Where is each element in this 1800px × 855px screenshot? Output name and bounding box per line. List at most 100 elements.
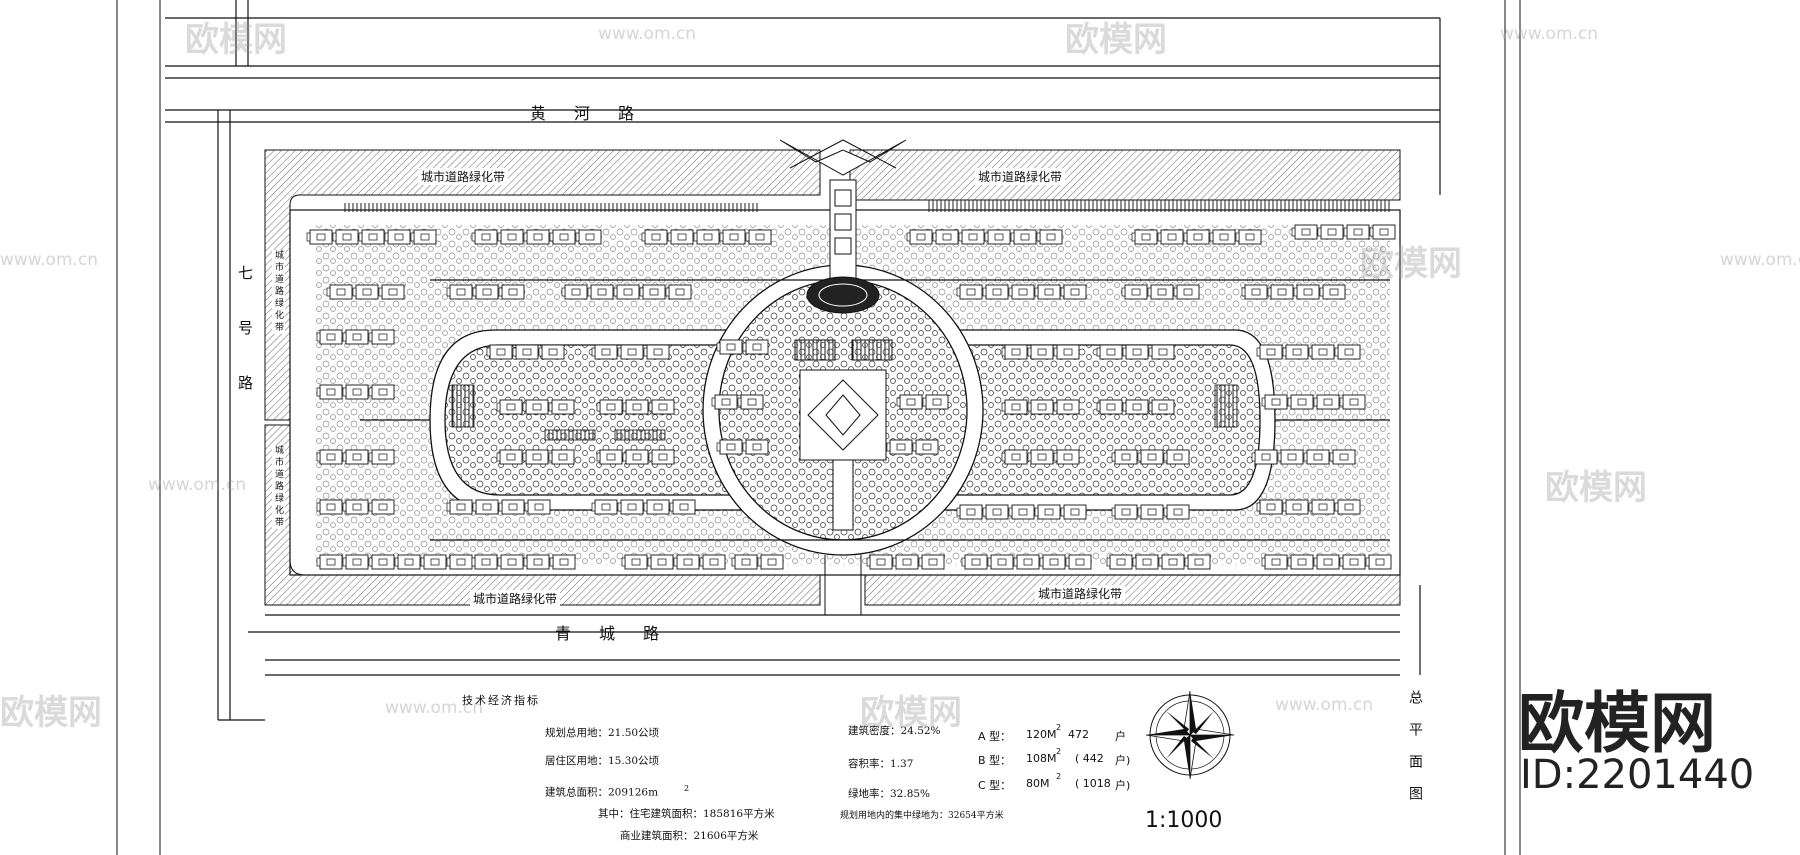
building-block <box>1053 449 1080 465</box>
building-block <box>1132 554 1159 570</box>
building-block <box>1256 344 1283 360</box>
unit-type-suffix: 户) <box>1115 779 1131 792</box>
building-block <box>1339 554 1366 570</box>
sheet-frame <box>116 0 1521 855</box>
building-block <box>1291 224 1318 240</box>
stats-title: 技术经济指标 <box>462 694 540 707</box>
building-block <box>866 554 893 570</box>
stat-density: 建筑密度：24.52% <box>848 725 941 737</box>
building-block <box>306 229 333 245</box>
building-block <box>596 449 623 465</box>
building-block <box>987 554 1014 570</box>
building-block <box>1131 229 1158 245</box>
building-block <box>549 229 576 245</box>
building-block <box>1027 344 1054 360</box>
unit-type-area: 120M <box>1026 728 1057 741</box>
building-block <box>617 499 644 515</box>
building-block <box>1313 554 1340 570</box>
building-block <box>1147 284 1174 300</box>
building-block <box>523 229 550 245</box>
building-block <box>1121 284 1148 300</box>
building-block <box>575 229 602 245</box>
building-block <box>522 449 549 465</box>
building-block <box>932 229 959 245</box>
green-belt-label-nw: 城市道路绿化带 <box>418 168 509 185</box>
building-block <box>1122 399 1149 415</box>
building-block <box>1010 229 1037 245</box>
green-belt-label-w2: 城市道路绿化带 <box>272 445 285 529</box>
green-belt-label-w1: 城市道路绿化带 <box>272 250 285 334</box>
building-block <box>1027 399 1054 415</box>
building-block <box>342 499 369 515</box>
building-block <box>358 229 385 245</box>
building-block <box>665 284 692 300</box>
building-block <box>496 449 523 465</box>
building-block <box>1106 554 1133 570</box>
building-block <box>1308 499 1335 515</box>
building-block <box>1008 284 1035 300</box>
building-block <box>472 499 499 515</box>
building-block <box>1173 284 1200 300</box>
building-block <box>368 329 395 345</box>
building-block <box>643 499 670 515</box>
building-block <box>742 339 769 355</box>
building-block <box>1287 394 1314 410</box>
building-block <box>1122 344 1149 360</box>
building-block <box>643 344 670 360</box>
building-block <box>716 439 743 455</box>
building-block <box>1209 229 1236 245</box>
plan-title: 总平面图 <box>1407 690 1423 818</box>
building-block <box>446 554 473 570</box>
building-block <box>982 504 1009 520</box>
building-block <box>316 499 343 515</box>
building-block <box>982 284 1009 300</box>
parking-areas <box>451 384 1238 441</box>
building-block <box>1282 344 1309 360</box>
building-block <box>918 554 945 570</box>
building-block <box>699 554 726 570</box>
building-block <box>1329 449 1356 465</box>
building-block <box>1282 499 1309 515</box>
building-block <box>1096 344 1123 360</box>
west-road-label: 七号路 <box>236 265 254 430</box>
west-road <box>217 0 265 721</box>
building-block <box>1096 399 1123 415</box>
green-belt-label-se: 城市道路绿化带 <box>1035 585 1126 602</box>
building-block <box>538 344 565 360</box>
building-block <box>1065 554 1092 570</box>
unit-type-count: ( 442 <box>1075 752 1104 765</box>
building-block <box>648 399 675 415</box>
south-road <box>248 585 1421 676</box>
building-block <box>486 344 513 360</box>
building-block <box>1256 499 1283 515</box>
building-block <box>1148 344 1175 360</box>
building-block <box>394 554 421 570</box>
building-block <box>498 284 525 300</box>
building-block <box>368 554 395 570</box>
stat-far: 容积率：1.37 <box>848 758 914 770</box>
building-block <box>1251 449 1278 465</box>
building-block <box>1163 449 1190 465</box>
building-block <box>1001 399 1028 415</box>
north-road-label: 黄河路 <box>530 104 663 123</box>
building-block <box>1313 394 1340 410</box>
building-block <box>622 399 649 415</box>
building-block <box>384 229 411 245</box>
building-block <box>622 449 649 465</box>
building-block <box>1148 399 1175 415</box>
unit-type-label: B 型： <box>978 754 1012 767</box>
building-block <box>1137 504 1164 520</box>
building-block <box>368 384 395 400</box>
stat-residential-area: 居住区用地：15.30公顷 <box>545 755 660 767</box>
building-block <box>647 554 674 570</box>
building-block <box>497 229 524 245</box>
building-block <box>1339 394 1366 410</box>
building-block <box>621 554 648 570</box>
building-block <box>1261 394 1288 410</box>
building-block <box>446 499 473 515</box>
building-block <box>1369 224 1396 240</box>
unit-type-suffix: 户) <box>1115 754 1131 767</box>
building-block <box>742 439 769 455</box>
building-block <box>326 284 353 300</box>
south-road-label: 青城路 <box>555 624 688 643</box>
